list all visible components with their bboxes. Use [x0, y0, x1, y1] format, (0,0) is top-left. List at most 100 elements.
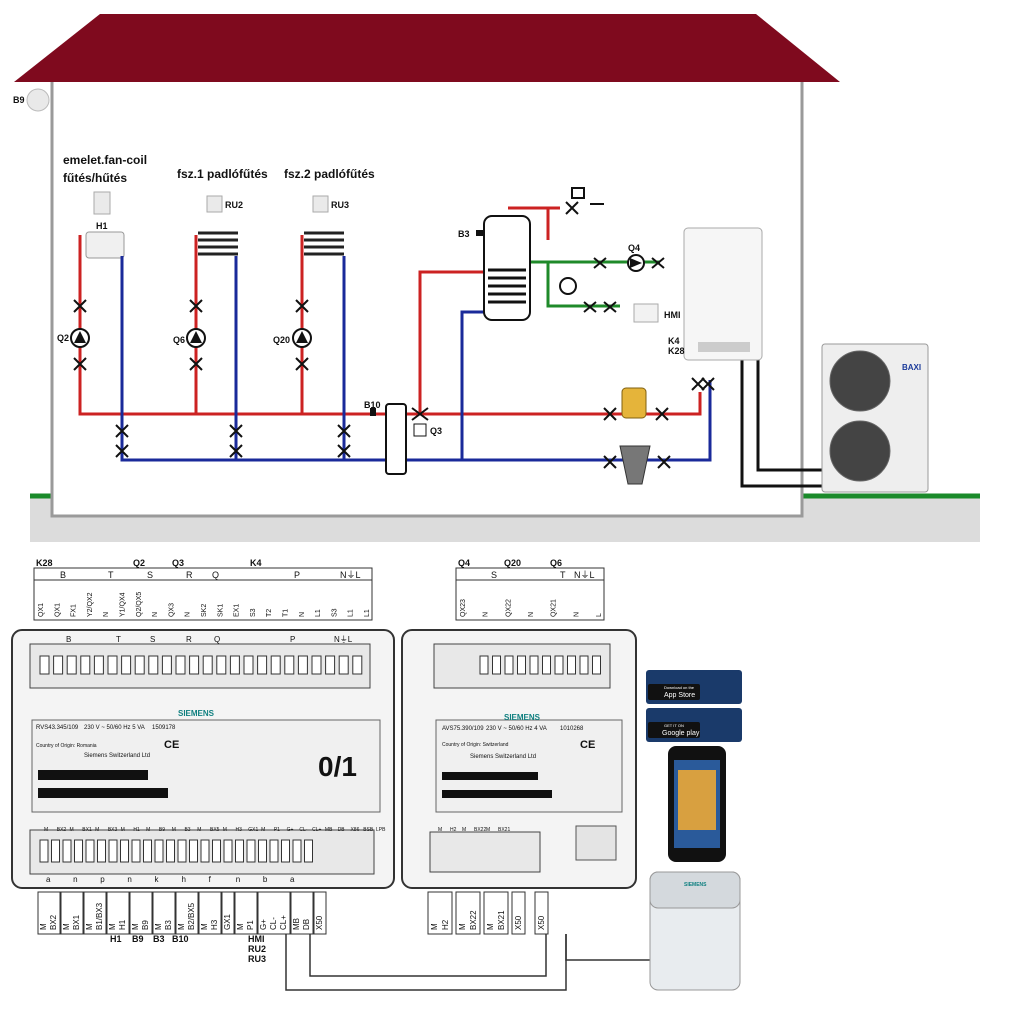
terminal-slot — [62, 839, 72, 863]
terminal-slot — [85, 839, 95, 863]
sensor-b10-label: B10 — [364, 400, 381, 410]
magnetic-filter — [619, 445, 651, 485]
terminal-slot — [529, 655, 539, 675]
left-bottom-terminal-pin: B9 — [141, 920, 150, 930]
left-bottom-pin: M — [44, 827, 48, 833]
terminal-slot — [517, 655, 526, 675]
terminal-slot — [579, 655, 589, 675]
left-bottom-terminal — [290, 891, 314, 935]
right-bottom-terminal — [483, 891, 509, 935]
left-header-q: Q — [214, 635, 220, 644]
terminal-slot — [554, 655, 564, 675]
left-maker: Siemens Switzerland Ltd — [84, 753, 150, 759]
left-bottom-terminal-pin: M — [154, 923, 163, 930]
left-big-label: 0/1 — [318, 751, 357, 782]
app-store-badge[interactable] — [646, 670, 742, 704]
left-header-s: S — [150, 635, 155, 644]
google-play-text: Google play — [662, 730, 700, 737]
right-top-pin: N — [483, 612, 490, 617]
controller-right — [401, 629, 637, 889]
outdoor-sensor — [26, 88, 50, 112]
right-bottom-pin: M — [438, 827, 442, 833]
terminal-slot — [229, 655, 240, 675]
left-bottom-pin: M — [261, 827, 265, 833]
left-bottom-terminal-pin: B2/BX5 — [187, 902, 196, 930]
left-bottom-terminal-pin: B3 — [164, 920, 173, 930]
terminal-slot — [258, 839, 267, 863]
zone3-title: fsz.2 padlófűtés — [284, 167, 375, 181]
left-bottom-letter: a — [290, 875, 295, 884]
pump-q2-label: Q2 — [57, 333, 69, 343]
left-top-pin: L1 — [315, 609, 322, 617]
left-bottom-label-b3: B3 — [153, 934, 165, 944]
left-header-b: B — [66, 635, 71, 644]
right-bottom-pin: BX22 — [474, 827, 486, 833]
return-valves — [115, 424, 351, 458]
left-bottom-terminal-pin: M — [177, 923, 186, 930]
dhw-tank — [483, 215, 531, 321]
bus-wiring — [285, 934, 660, 991]
return-pipes — [120, 256, 712, 462]
left-bottom-pin: M — [223, 827, 227, 833]
left-bottom-letter: h — [182, 875, 186, 884]
terminal-slot — [270, 655, 281, 675]
left-bottom-label-h1: H1 — [110, 934, 122, 944]
right-bottom-terminal-pin: H2 — [441, 919, 450, 930]
room-unit-h1 — [93, 191, 111, 215]
right-bottom-terminal — [511, 891, 526, 935]
left-top-terminal-header — [33, 567, 373, 621]
left-top-pin: T2 — [266, 609, 273, 617]
room-unit-ru2 — [206, 195, 223, 213]
terminal-slot — [246, 839, 256, 863]
roof — [14, 14, 840, 82]
boiler-label-k4: K4 — [668, 336, 680, 346]
left-bottom-pin: M — [197, 827, 201, 833]
left-top-pin: N — [185, 612, 192, 617]
left-model: RVS43.345/109 — [36, 725, 79, 731]
google-play-badge[interactable] — [646, 708, 742, 742]
terminal-slot — [292, 839, 302, 863]
terminal-slot — [66, 655, 77, 675]
left-top-pin: QX1 — [54, 603, 61, 617]
terminal-slot — [51, 839, 60, 863]
left-header-p: P — [290, 635, 295, 644]
terminal-slot — [542, 655, 551, 675]
terminal-slot — [39, 655, 50, 675]
right-rating: 230 V ~ 50/60 Hz 4 VA — [486, 726, 547, 732]
left-bottom-pin: CL- — [299, 827, 307, 833]
left-top-pin: T1 — [283, 609, 290, 617]
filter-valves — [603, 407, 671, 469]
left-bottom-terminal-pin: G+ — [259, 919, 268, 930]
right-top-connector-blocks — [479, 655, 601, 675]
pump-q6-label: Q6 — [173, 335, 185, 345]
terminal-slot — [148, 655, 159, 675]
smartphone — [668, 746, 726, 862]
right-maker: Siemens Switzerland Ltd — [470, 754, 536, 760]
boiler-display — [698, 342, 750, 352]
left-top-pin: SK2 — [201, 604, 208, 617]
left-top-pin: N — [103, 612, 110, 617]
left-bottom-pin: BX5 — [210, 827, 220, 833]
left-bottom-letter: f — [209, 875, 212, 884]
house: B9 — [13, 14, 980, 542]
left-bottom-pin: GX1 — [248, 827, 258, 833]
bus-label-ru3: RU3 — [248, 954, 266, 964]
terminal-slot — [177, 839, 187, 863]
bus-label-ru2: RU2 — [248, 944, 266, 954]
right-bottom-pin: H2 — [450, 827, 457, 833]
left-top-pin: S3 — [331, 608, 338, 617]
left-bottom-pin: M — [70, 827, 74, 833]
left-top-pin: SK1 — [217, 604, 224, 617]
hmi-panel — [633, 303, 659, 323]
left-bottom-letter: n — [236, 875, 240, 884]
left-bottom-pin: H1 — [133, 827, 140, 833]
left-top-pin: Y1/QX4 — [120, 592, 127, 617]
house-wall — [50, 78, 804, 518]
left-bottom-label-b10: B10 — [172, 934, 189, 944]
left-bottom-terminal — [129, 891, 153, 935]
gateway-brand: SIEMENS — [684, 882, 707, 888]
boiler — [683, 227, 763, 361]
left-bottom-pin: P1 — [274, 827, 280, 833]
google-play-top-text: GET IT ON — [664, 723, 684, 728]
